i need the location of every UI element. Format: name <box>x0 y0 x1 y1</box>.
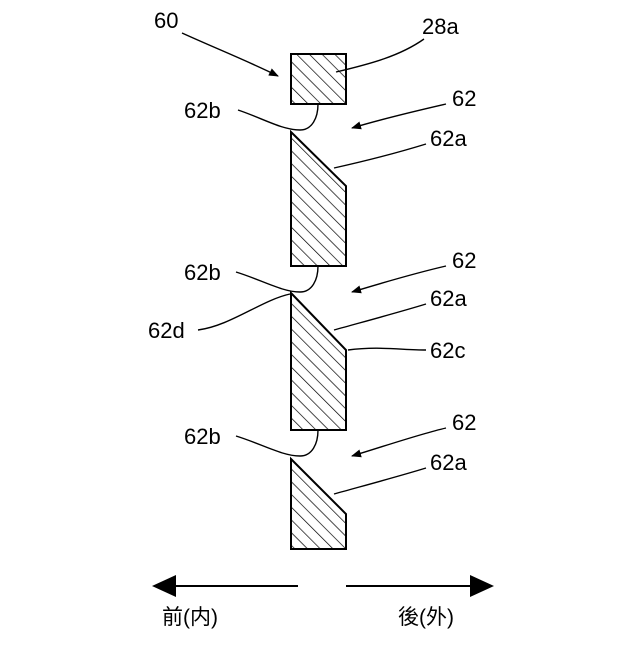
label-62c: 62c <box>430 338 465 363</box>
leader-62b-mid <box>236 266 318 292</box>
label-62-top: 62 <box>452 86 476 111</box>
front-arrow-head <box>152 575 176 597</box>
label-rear: 後(外) <box>398 606 454 629</box>
leader-62a-mid <box>334 304 426 330</box>
label-62-bot: 62 <box>452 410 476 435</box>
label-62a-bot: 62a <box>430 450 467 475</box>
leader-62a-bot <box>334 468 426 494</box>
label-60: 60 <box>154 8 178 33</box>
block-middle <box>291 293 346 430</box>
leader-62b-bot <box>236 430 318 456</box>
leader-28a <box>336 39 424 72</box>
rear-arrow-head <box>470 575 494 597</box>
label-62a-top: 62a <box>430 126 467 151</box>
label-62a-mid: 62a <box>430 286 467 311</box>
label-62d: 62d <box>148 318 185 343</box>
block-upper <box>291 132 346 266</box>
label-62b-top: 62b <box>184 98 221 123</box>
label-62b-mid: 62b <box>184 260 221 285</box>
leader-62a-top <box>334 144 426 168</box>
arrow-62-top <box>352 104 446 128</box>
leader-62d <box>198 294 290 330</box>
block-lower <box>291 459 346 549</box>
label-62b-bot: 62b <box>184 424 221 449</box>
leader-62b-top <box>238 104 318 130</box>
block-28a <box>291 54 346 104</box>
leader-60 <box>182 33 278 76</box>
label-front: 前(内) <box>162 606 218 629</box>
label-62-mid: 62 <box>452 248 476 273</box>
leader-62c <box>348 348 426 350</box>
label-28a: 28a <box>422 14 459 39</box>
